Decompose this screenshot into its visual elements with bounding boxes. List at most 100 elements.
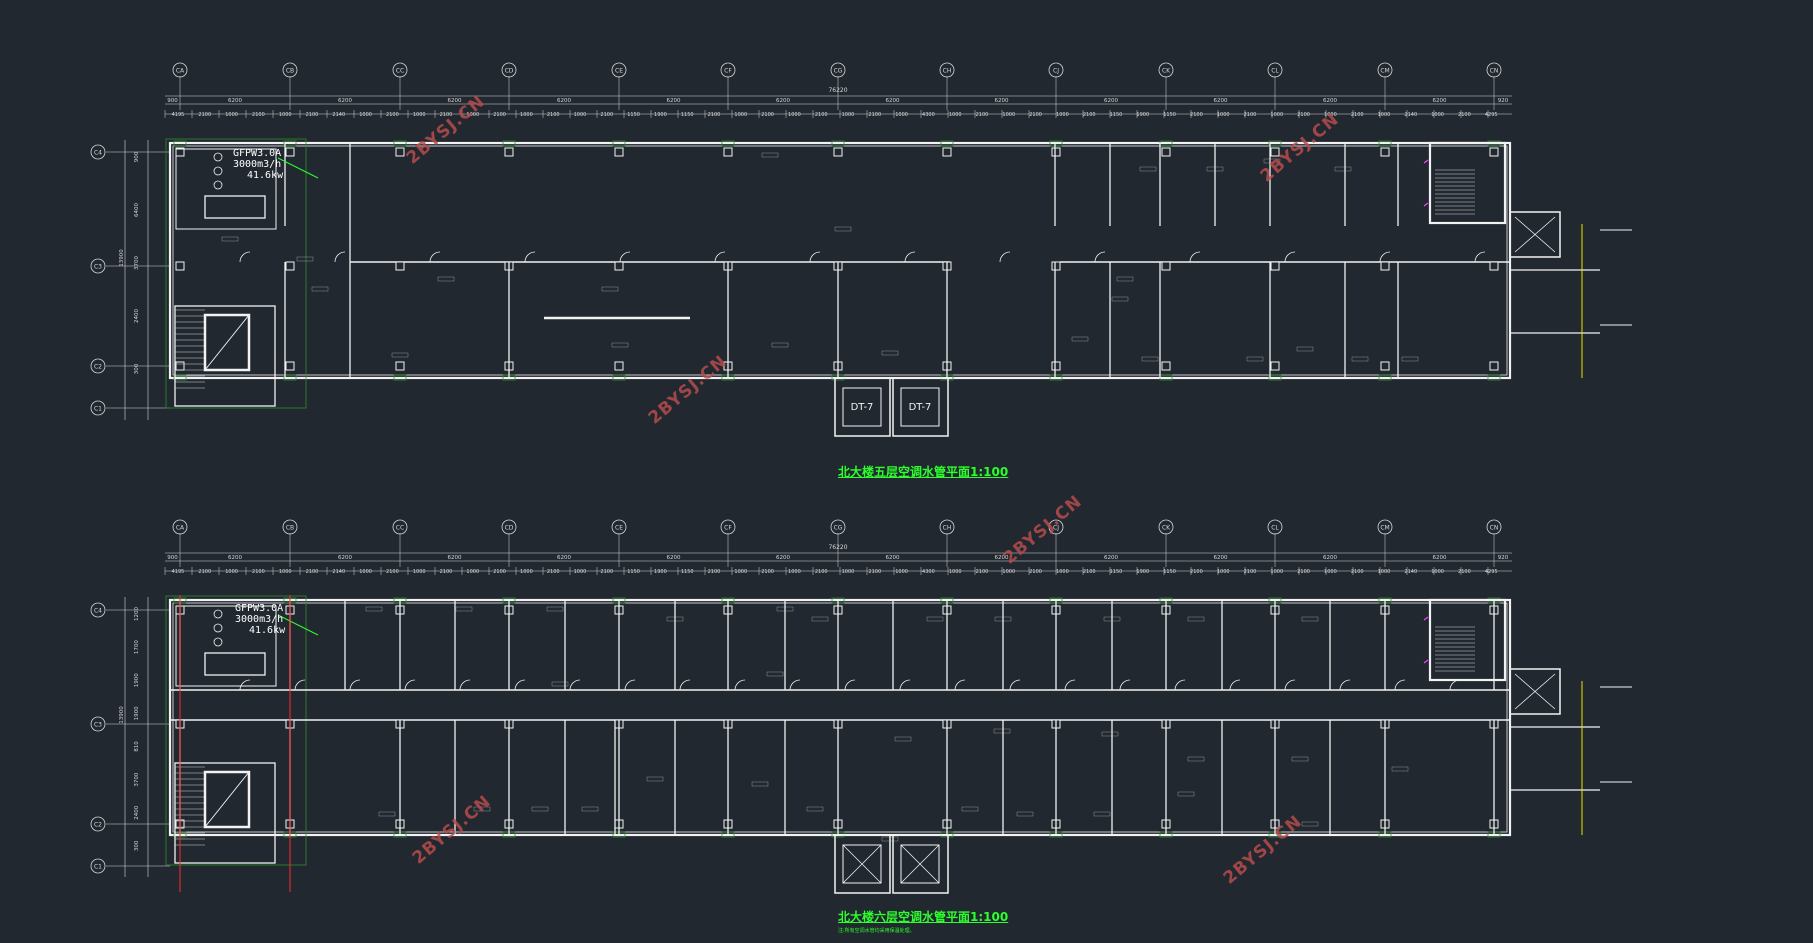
row-axis-label: C1 <box>94 406 102 413</box>
elevator <box>834 377 891 437</box>
dimension-sub: 1000 <box>1056 112 1069 118</box>
dimension-sub: 1000 <box>279 569 292 575</box>
outline-green <box>165 138 307 409</box>
dimension-bay: 6200 <box>886 98 900 104</box>
column <box>1380 261 1390 271</box>
dimension-sub: 2100 <box>1244 569 1257 575</box>
plan-note-6f: 注:所有空调水管均采用保温处理。 <box>838 928 915 934</box>
dimension-bay: 920 <box>1498 98 1509 104</box>
dimension-sub: 2100 <box>600 569 613 575</box>
axis-bubble <box>1377 519 1393 535</box>
axis-label: CG <box>834 68 843 75</box>
door-swing <box>714 251 726 263</box>
dimension-sub: 1900 <box>654 112 667 118</box>
dimension-bay: 6200 <box>1214 98 1228 104</box>
dimension-sub: 1000 <box>520 112 533 118</box>
stair-core-right <box>1428 598 1507 682</box>
leader-line <box>277 614 319 636</box>
axis-label: CK <box>1162 68 1171 75</box>
dimension-sub: 4300 <box>922 569 935 575</box>
door-swing <box>1094 251 1106 263</box>
outer-wall <box>168 141 1512 380</box>
dimension-bay: 6200 <box>557 555 571 561</box>
axis-label: CE <box>615 68 623 75</box>
door-swing <box>999 251 1011 263</box>
magenta-marker <box>1423 159 1429 207</box>
row-dimension-total: 13900 <box>119 249 125 267</box>
dimension-bay: 6200 <box>228 555 242 561</box>
equipment-model: GFPW3.0A <box>233 148 282 159</box>
dimension-sub: 1000 <box>842 112 855 118</box>
axis-label: CA <box>176 68 185 75</box>
inner-wall-face <box>172 145 1508 376</box>
dimension-sub: 1150 <box>627 112 640 118</box>
column <box>1270 361 1280 371</box>
axis-label: CD <box>505 525 514 532</box>
stair-core-right <box>1428 141 1507 225</box>
dimension-sub: 4295 <box>1485 569 1498 575</box>
door-swing <box>899 679 911 691</box>
dimension-sub: 2100 <box>198 112 211 118</box>
room-label-mark <box>1093 811 1111 817</box>
row-axis-label: C3 <box>94 722 102 729</box>
door-swing <box>239 679 251 691</box>
room-label-mark <box>1071 336 1089 342</box>
dimension-sub: 1900 <box>1136 569 1149 575</box>
dimension-sub: 2100 <box>761 112 774 118</box>
row-axis-bubble <box>90 400 106 416</box>
room-label-mark <box>546 606 564 612</box>
dimension-bay: 6200 <box>667 555 681 561</box>
dimension-bay: 920 <box>1498 555 1509 561</box>
equipment-airflow: 3000m3/h <box>235 614 284 625</box>
room-label-mark <box>601 286 619 292</box>
room-label-mark <box>1103 616 1121 622</box>
dimension-sub: 2100 <box>1351 569 1364 575</box>
axis-bubble <box>1048 62 1064 78</box>
room-label-mark <box>894 736 912 742</box>
row-dimension: 6400 <box>134 203 140 217</box>
dimension-sub: 1000 <box>574 569 587 575</box>
dimension-sub: 1000 <box>788 569 801 575</box>
room-label-mark <box>391 352 409 358</box>
column <box>1380 147 1390 157</box>
room-label-mark <box>771 342 789 348</box>
room-label-mark <box>1351 356 1369 362</box>
window-mark <box>1487 374 1501 381</box>
door-swing <box>844 679 856 691</box>
axis-label: CC <box>396 525 404 532</box>
shaft-cross <box>1514 216 1556 253</box>
room-label-mark <box>296 256 314 262</box>
dimension-sub: 2100 <box>252 112 265 118</box>
room-label-mark <box>1263 158 1281 164</box>
column <box>1380 361 1390 371</box>
elevator-car <box>842 387 882 427</box>
elevator <box>892 377 949 437</box>
dimension-bay: 6200 <box>667 98 681 104</box>
door-swing <box>514 679 526 691</box>
dimension-sub: 1000 <box>842 569 855 575</box>
dimension-sub: 2100 <box>1458 112 1471 118</box>
dimension-sub: 1000 <box>225 569 238 575</box>
dimension-sub: 2100 <box>493 569 506 575</box>
door-swing <box>679 679 691 691</box>
row-axis-bubble <box>90 716 106 732</box>
axis-bubble <box>939 62 955 78</box>
axis-label: CH <box>943 525 952 532</box>
axis-bubble <box>611 519 627 535</box>
room-label-mark <box>581 806 599 812</box>
axis-label: CJ <box>1053 525 1059 532</box>
column <box>175 361 185 371</box>
elevator-tag: DT-7 <box>909 402 932 413</box>
toilet-fixture <box>204 652 266 676</box>
dimension-sub: 2100 <box>708 112 721 118</box>
column <box>1489 361 1499 371</box>
outline-green <box>165 595 307 866</box>
window-mark <box>612 374 626 381</box>
shaft-box <box>1509 668 1561 715</box>
axis-bubble <box>1048 519 1064 535</box>
dimension-sub: 1000 <box>1056 569 1069 575</box>
row-axis-bubble <box>90 816 106 832</box>
room-label-mark <box>881 836 899 842</box>
dimension-sub: 2100 <box>440 569 453 575</box>
